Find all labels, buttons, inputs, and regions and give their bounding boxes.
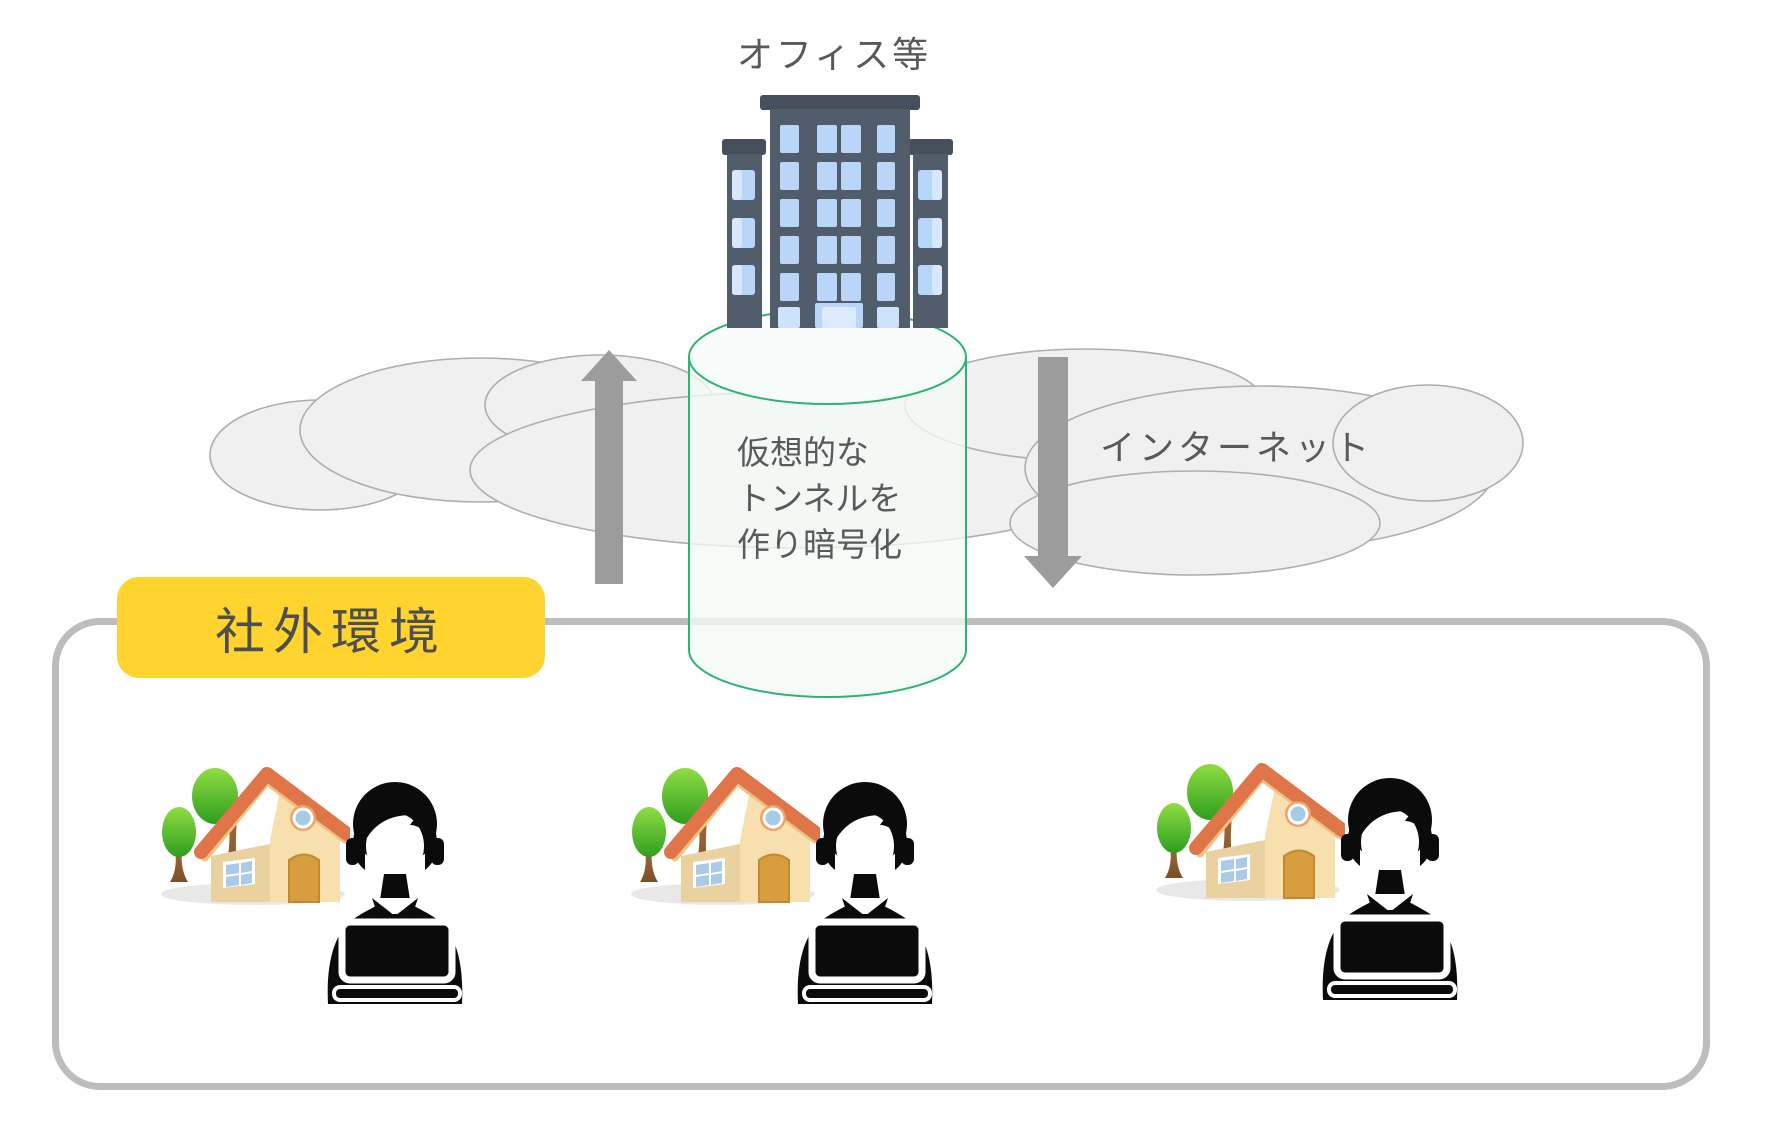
remote-worker-icon [792,776,940,1004]
remote-worker-icon [322,776,470,1004]
office-label: オフィス等 [736,34,932,75]
arrow-down-icon [1024,357,1082,588]
tunnel-line-1: 仮想的な [737,434,869,471]
remote-site-1 [155,752,625,1012]
internet-label: インターネット [1100,429,1374,468]
arrow-up-icon [581,350,637,584]
external-environment-label: 社外環境 [215,603,447,660]
remote-site-3 [1150,748,1620,1008]
tunnel-line-2: トンネルを [737,480,902,517]
house-icon [155,752,350,907]
external-environment-badge: 社外環境 [117,577,545,678]
tunnel-description: 仮想的な トンネルを 作り暗号化 [737,430,902,568]
house-icon [625,752,820,907]
remote-site-2 [625,752,1095,1012]
house-icon [1150,748,1345,903]
remote-worker-icon [1317,772,1465,1000]
tunnel-body [688,357,967,698]
office-building-icon [722,95,953,328]
entrance-doors [778,303,899,328]
central-windows [780,125,895,301]
right-wing-windows [918,170,942,295]
left-wing-windows [732,170,755,295]
tunnel-line-3: 作り暗号化 [737,526,902,563]
